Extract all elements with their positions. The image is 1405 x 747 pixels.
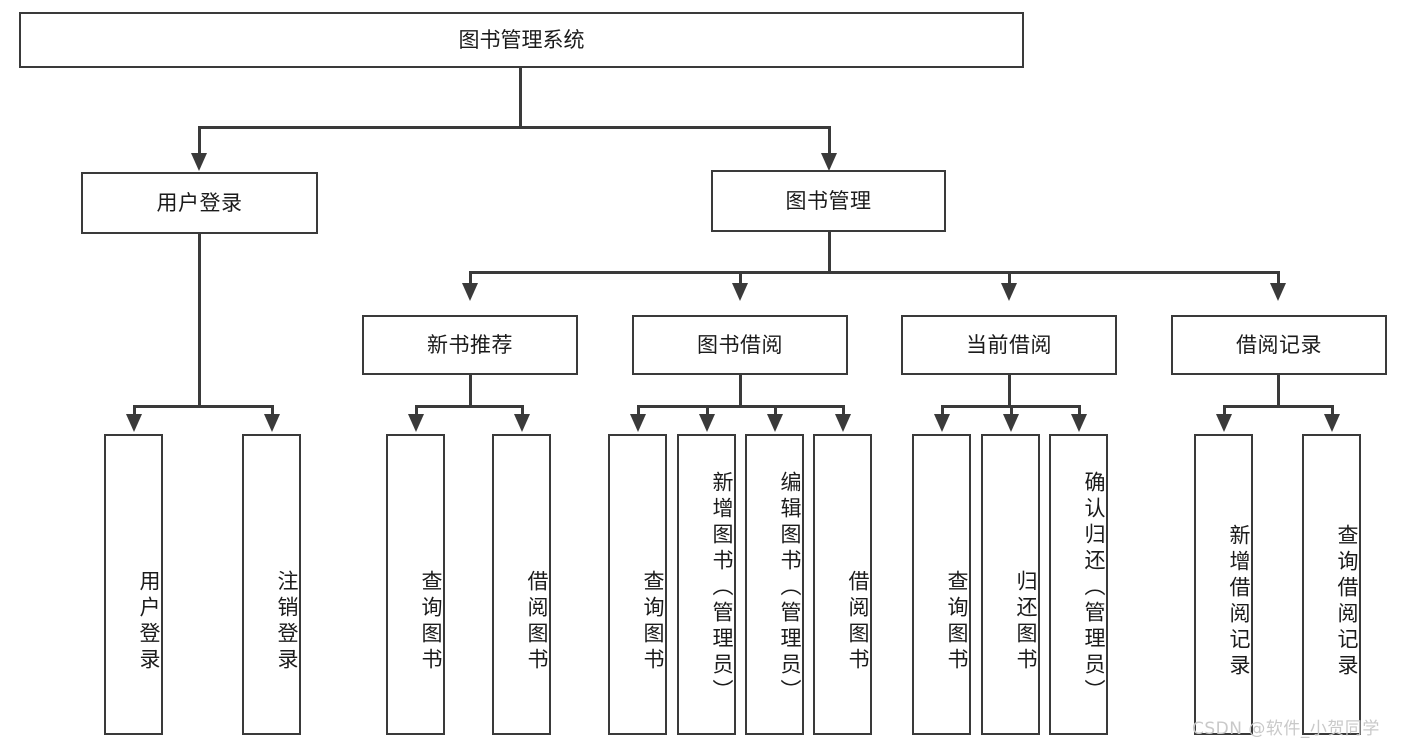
leaf-confirm-return[interactable]: 确认归还（管理员）	[1049, 434, 1108, 735]
node-book-borrow[interactable]: 图书借阅	[632, 315, 848, 375]
connector-root-bar	[198, 126, 830, 129]
node-label: 归还图书	[1014, 569, 1038, 674]
csdn-watermark: CSDN @软件_小贺同学	[1192, 719, 1380, 739]
connector-root-stem	[519, 68, 522, 127]
connector-book-management-stem	[828, 232, 831, 273]
leaf-return-book[interactable]: 归还图书	[981, 434, 1040, 735]
leaf-borrow-book-1[interactable]: 借阅图书	[492, 434, 551, 735]
connector-root-to-user-login	[198, 126, 201, 156]
node-label: 新增图书（管理员）	[710, 470, 734, 705]
connector-book-borrow-bar	[637, 405, 844, 408]
node-label: 当前借阅	[966, 332, 1052, 357]
connector-user-login-bar	[133, 405, 272, 408]
connector-book-borrow-stem	[739, 375, 742, 406]
connector-new-book-stem	[469, 375, 472, 406]
arrow-book-borrow-leaf2	[699, 414, 715, 432]
arrow-bm-to-book-borrow	[732, 283, 748, 301]
arrow-current-borrow-leaf1	[934, 414, 950, 432]
connector-book-borrow-leaf3	[774, 405, 777, 416]
arrow-borrow-record-leaf1	[1216, 414, 1232, 432]
leaf-query-book-1[interactable]: 查询图书	[386, 434, 445, 735]
leaf-user-login[interactable]: 用户登录	[104, 434, 163, 735]
node-label: 借阅记录	[1236, 332, 1322, 357]
node-label: 新书推荐	[427, 332, 513, 357]
arrow-new-book-leaf1	[408, 414, 424, 432]
arrow-root-to-user-login	[191, 153, 207, 171]
connector-root-to-book-management	[828, 126, 831, 156]
connector-book-borrow-leaf2	[706, 405, 709, 416]
node-current-borrow[interactable]: 当前借阅	[901, 315, 1117, 375]
connector-new-book-leaf1	[415, 405, 418, 416]
connector-current-borrow-leaf2	[1010, 405, 1013, 416]
node-label: 用户登录	[156, 190, 243, 215]
node-label: 借阅图书	[525, 569, 549, 674]
leaf-query-borrow-record[interactable]: 查询借阅记录	[1302, 434, 1361, 735]
node-label: 新增借阅记录	[1227, 523, 1251, 680]
arrow-book-borrow-leaf1	[630, 414, 646, 432]
node-label: 确认归还（管理员）	[1082, 470, 1106, 705]
arrow-current-borrow-leaf2	[1003, 414, 1019, 432]
connector-user-login-stem	[198, 234, 201, 406]
arrow-user-login-leaf2	[264, 414, 280, 432]
node-label: 图书管理系统	[458, 27, 585, 52]
arrow-bm-to-borrow-record	[1270, 283, 1286, 301]
arrow-book-borrow-leaf3	[767, 414, 783, 432]
connector-user-login-leaf1	[133, 405, 136, 416]
arrow-user-login-leaf1	[126, 414, 142, 432]
leaf-logout-login[interactable]: 注销登录	[242, 434, 301, 735]
connector-book-borrow-leaf1	[637, 405, 640, 416]
leaf-query-book-3[interactable]: 查询图书	[912, 434, 971, 735]
connector-book-borrow-leaf4	[842, 405, 845, 416]
connector-borrow-record-bar	[1223, 405, 1333, 408]
connector-bm-to-new-book	[469, 271, 472, 285]
node-book-management[interactable]: 图书管理	[711, 170, 946, 232]
connector-new-book-leaf2	[521, 405, 524, 416]
leaf-add-book[interactable]: 新增图书（管理员）	[677, 434, 736, 735]
node-label: 用户登录	[137, 569, 161, 674]
connector-bm-to-borrow-record	[1277, 271, 1280, 285]
connector-user-login-leaf2	[271, 405, 274, 416]
leaf-add-borrow-record[interactable]: 新增借阅记录	[1194, 434, 1253, 735]
node-book-management-system[interactable]: 图书管理系统	[19, 12, 1024, 68]
node-label: 查询图书	[945, 569, 969, 674]
node-label: 编辑图书（管理员）	[778, 470, 802, 705]
leaf-borrow-book-2[interactable]: 借阅图书	[813, 434, 872, 735]
connector-borrow-record-leaf1	[1223, 405, 1226, 416]
node-new-book-recommend[interactable]: 新书推荐	[362, 315, 578, 375]
node-label: 借阅图书	[846, 569, 870, 674]
node-label: 查询借阅记录	[1335, 523, 1359, 680]
connector-bm-to-current-borrow	[1008, 271, 1011, 285]
node-label: 查询图书	[419, 569, 443, 674]
connector-current-borrow-stem	[1008, 375, 1011, 406]
arrow-new-book-leaf2	[514, 414, 530, 432]
node-label: 图书管理	[785, 188, 872, 213]
node-label: 注销登录	[275, 569, 299, 674]
arrow-borrow-record-leaf2	[1324, 414, 1340, 432]
arrow-root-to-book-management	[821, 153, 837, 171]
connector-borrow-record-leaf2	[1331, 405, 1334, 416]
node-borrow-record[interactable]: 借阅记录	[1171, 315, 1387, 375]
leaf-query-book-2[interactable]: 查询图书	[608, 434, 667, 735]
arrow-book-borrow-leaf4	[835, 414, 851, 432]
node-label: 图书借阅	[697, 332, 783, 357]
connector-bm-to-book-borrow	[739, 271, 742, 285]
node-label: 查询图书	[641, 569, 665, 674]
connector-new-book-bar	[415, 405, 523, 408]
arrow-bm-to-current-borrow	[1001, 283, 1017, 301]
connector-current-borrow-leaf1	[941, 405, 944, 416]
leaf-edit-book[interactable]: 编辑图书（管理员）	[745, 434, 804, 735]
connector-book-management-bar	[469, 271, 1279, 274]
connector-current-borrow-bar	[941, 405, 1078, 408]
arrow-bm-to-new-book	[462, 283, 478, 301]
arrow-current-borrow-leaf3	[1071, 414, 1087, 432]
connector-borrow-record-stem	[1277, 375, 1280, 406]
connector-current-borrow-leaf3	[1078, 405, 1081, 416]
node-user-login[interactable]: 用户登录	[81, 172, 318, 234]
